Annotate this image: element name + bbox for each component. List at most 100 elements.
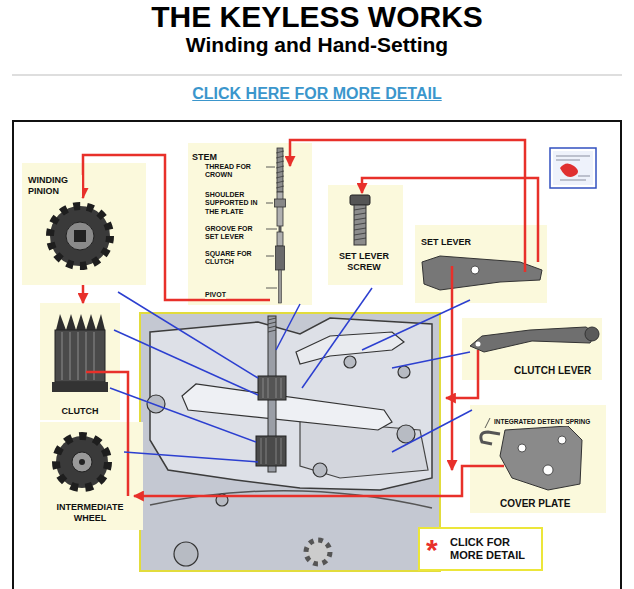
blue-leader xyxy=(276,304,300,350)
part-label: STEM xyxy=(192,152,217,163)
intermediate-gear xyxy=(56,436,108,488)
red-arrows xyxy=(83,140,538,496)
text-slot: CLUTCH xyxy=(40,400,120,418)
text-slot: Winding and Hand-Setting xyxy=(0,33,634,56)
part-box: SET LEVER SCREW xyxy=(328,185,403,285)
annotation: THREAD FOR CROWN xyxy=(205,163,263,180)
stem-pivot xyxy=(279,270,282,303)
red-line xyxy=(86,372,128,496)
pinion-hub xyxy=(66,222,94,250)
red-arrow xyxy=(83,155,270,300)
red-arrow xyxy=(134,466,504,496)
part-label: SET LEVER SCREW xyxy=(328,251,400,273)
plate-hole xyxy=(518,444,526,452)
annotation: PIVOT xyxy=(205,291,226,299)
red-arrow xyxy=(362,178,538,262)
blue-leader xyxy=(124,452,258,462)
lever-hole xyxy=(471,266,479,274)
movement-photo xyxy=(140,313,440,571)
blue-leader xyxy=(392,410,472,452)
icon-ground xyxy=(553,151,593,185)
wheel-photo xyxy=(306,540,330,564)
plate-edge xyxy=(150,491,432,508)
screw-photo xyxy=(397,425,415,443)
stem-leaders xyxy=(266,167,277,288)
part-label: WINDING PINION xyxy=(28,175,82,197)
stem-thread-photo xyxy=(268,318,276,332)
stem-thread xyxy=(277,148,283,192)
red-arrow xyxy=(446,350,478,398)
set-lever-photo xyxy=(182,384,392,430)
text-slot: WINDING PINION xyxy=(28,175,82,198)
page-title: THE KEYLESS WORKS xyxy=(151,0,483,33)
subtitle: Winding and Hand-Setting xyxy=(186,33,448,56)
clutch-photo xyxy=(256,436,286,466)
clutch-stripes xyxy=(62,332,94,380)
screw-photo xyxy=(344,356,356,368)
plate-hole xyxy=(543,465,553,475)
link-box: * CLICK FOR MORE DETAIL xyxy=(418,527,543,571)
text-slot: SET LEVER SCREW xyxy=(328,251,400,274)
lever-hole xyxy=(476,342,481,347)
pinion-teeth-photo xyxy=(263,378,281,398)
part-box: INTERMEDIATE WHEEL xyxy=(40,422,143,530)
wheel-hole xyxy=(79,459,85,465)
red-arrow xyxy=(290,140,525,272)
blue-leaders xyxy=(110,288,472,462)
stem-shoulder xyxy=(275,199,286,207)
screw-photo xyxy=(313,463,327,477)
screw-photo xyxy=(216,494,228,506)
part-label: SET LEVER xyxy=(421,237,471,248)
annotation: INTEGRATED DETENT SPRING xyxy=(494,418,590,426)
icon-lines xyxy=(556,156,590,180)
annotation: GROOVE FOR SET LEVER xyxy=(205,225,263,242)
annotation: SHOULDER SUPPORTED IN THE PLATE xyxy=(205,191,263,216)
text-slot: SQUARE FOR CLUTCH xyxy=(205,250,263,268)
text-slot: STEM xyxy=(192,146,217,164)
blue-leader xyxy=(392,352,470,368)
part-label: CLUTCH LEVER xyxy=(514,365,591,377)
text-slot: CLICK FOR MORE DETAIL xyxy=(450,536,540,563)
screw-photo xyxy=(147,395,165,413)
text-slot: COVER PLATE xyxy=(500,493,570,511)
screw-photo xyxy=(174,542,198,566)
part-label: CLUTCH xyxy=(62,406,99,417)
screw-head xyxy=(350,195,370,205)
screw-photo xyxy=(398,366,410,378)
thread-hatch xyxy=(276,151,284,188)
text-slot: PIVOT xyxy=(205,283,226,301)
spring-leader xyxy=(485,418,490,428)
text-slot: INTERMEDIATE WHEEL xyxy=(40,502,140,525)
detail-link: CLICK HERE FOR MORE DETAIL xyxy=(192,84,441,103)
text-slot: CLICK HERE FOR MORE DETAIL xyxy=(0,84,634,103)
pinion-photo xyxy=(258,376,286,400)
blue-leader xyxy=(114,330,258,395)
main-plate xyxy=(150,318,432,490)
part-box: CLUTCH LEVER xyxy=(462,318,602,380)
text-slot: * xyxy=(426,533,438,566)
screw-thread xyxy=(354,208,366,240)
stem-square xyxy=(276,246,285,270)
text-slot: THREAD FOR CROWN xyxy=(205,163,263,181)
icon-mark xyxy=(560,163,578,177)
part-box: SET LEVER xyxy=(415,225,547,303)
overview-icon xyxy=(550,148,596,188)
part-art xyxy=(50,148,599,490)
winding-pinion-gear xyxy=(50,206,110,266)
annotation: SQUARE FOR CLUTCH xyxy=(205,250,263,267)
part-box: CLUTCH xyxy=(40,303,120,420)
clutch-body xyxy=(55,330,105,382)
stem-groove xyxy=(279,226,282,232)
stem-body xyxy=(277,232,283,246)
icon-frame xyxy=(550,148,596,188)
text-slot: INTEGRATED DETENT SPRING xyxy=(494,410,590,428)
text-slot: SET LEVER xyxy=(421,231,471,249)
part-box: STEMTHREAD FOR CROWN SHOULDER SUPPORTED I… xyxy=(188,143,312,305)
blue-leader xyxy=(302,288,372,388)
part-label: INTERMEDIATE WHEEL xyxy=(40,502,140,524)
detent-spring xyxy=(481,432,500,444)
edge-layer xyxy=(83,285,84,303)
stem-body xyxy=(277,192,283,226)
clutch-teeth-photo xyxy=(261,438,281,464)
part-label: COVER PLATE xyxy=(500,498,570,510)
